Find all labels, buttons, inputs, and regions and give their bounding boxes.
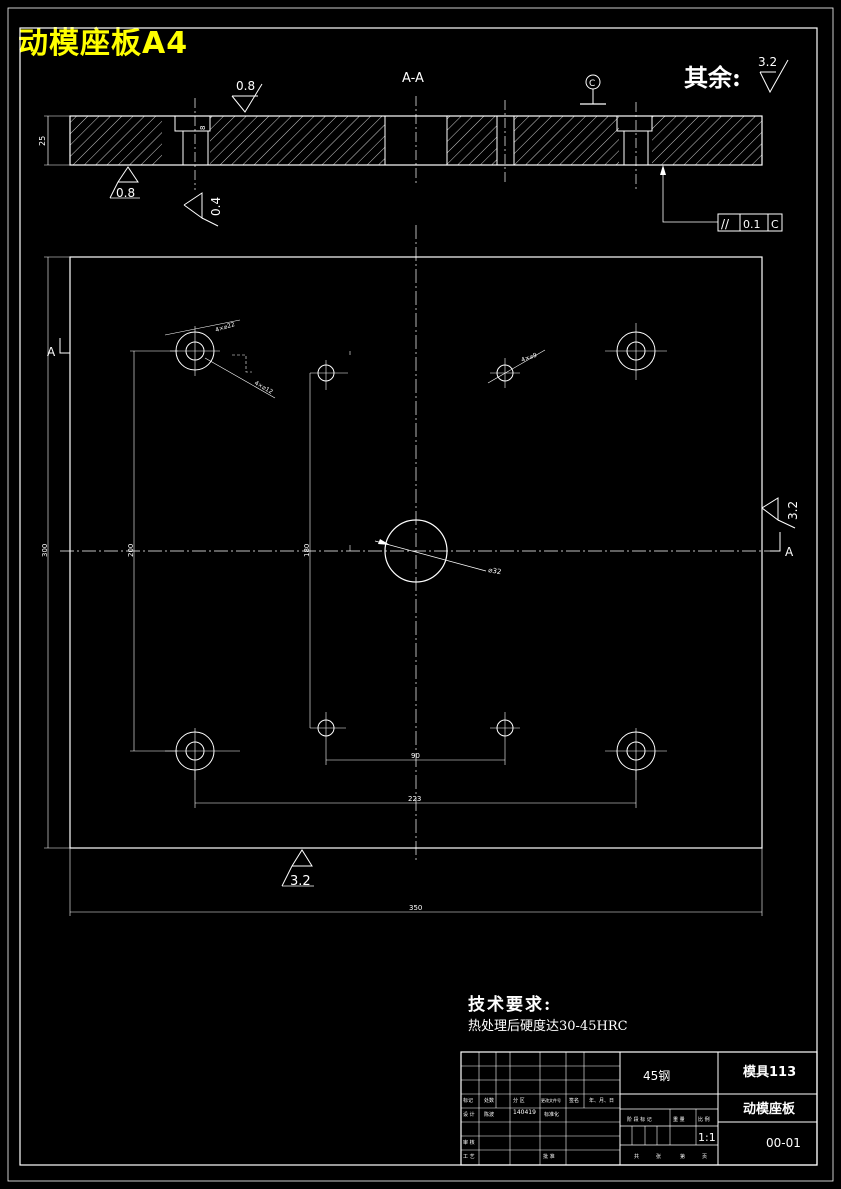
- small-hole-bl: [310, 712, 346, 765]
- tb-drawing-no: 00-01: [766, 1136, 801, 1150]
- roughness-bottom-plan: 3.2: [290, 874, 311, 889]
- tb-label-count: 处数: [484, 1097, 494, 1104]
- other-roughness-label: 其余:: [684, 63, 741, 92]
- tech-requirements-title: 技术要求:: [468, 995, 553, 1015]
- section-view: 25 8 0.8 0.8 0.4 C // 0.1 C: [38, 74, 783, 232]
- tolerance-datum: C: [771, 218, 779, 231]
- drawing-badge-title: 动模座板A4: [18, 26, 189, 61]
- tech-requirements-line1: 热处理后硬度达30-45HRC: [468, 1019, 628, 1034]
- tolerance-value: 0.1: [743, 218, 761, 231]
- tb-sheet-page: 页: [702, 1154, 707, 1160]
- dim-height-inner-holes: 180: [303, 544, 311, 557]
- dim-inner-hole-spacing: 90: [411, 752, 420, 760]
- tb-sheet-no: 第: [680, 1153, 685, 1160]
- other-roughness-value: 3.2: [758, 55, 777, 69]
- counterbore-hole-tr: [605, 323, 667, 380]
- datum-c: C: [589, 79, 595, 89]
- roughness-bottom: 0.8: [116, 186, 135, 200]
- tb-designer: 陈波: [484, 1111, 494, 1118]
- tb-stage-label: 阶 段 标 记: [627, 1116, 652, 1123]
- section-mark-right: A: [785, 545, 794, 559]
- section-mark-left: A: [47, 345, 56, 359]
- roughness-top: 0.8: [236, 79, 255, 93]
- dim-height-outer-holes: 200: [127, 544, 135, 557]
- roughness-hole: 0.4: [209, 197, 223, 216]
- counterbore-dim: 8: [199, 126, 207, 130]
- counterbore-hole-bl: [165, 728, 240, 780]
- small-hole-tl: [310, 360, 348, 390]
- other-roughness-symbol: 3.2: [758, 55, 789, 94]
- tb-label-standard: 标准化: [544, 1111, 559, 1118]
- title-block: 标记 处数 分 区 更改文件号 签名 年、月、日 设 计 陈波 140419 标…: [460, 1051, 818, 1166]
- tb-label-review: 审 核: [463, 1139, 475, 1146]
- small-hole-br: [490, 712, 520, 765]
- tb-sheet-unit: 张: [656, 1153, 661, 1160]
- section-label: A-A: [402, 71, 424, 86]
- tb-label-process: 工 艺: [463, 1154, 475, 1160]
- dim-width-total: 350: [409, 904, 422, 912]
- label-4xd9: 4×⌀9: [520, 352, 538, 364]
- tb-label-mark: 标记: [463, 1097, 473, 1104]
- roughness-right: 3.2: [786, 501, 800, 520]
- tolerance-symbol: //: [721, 217, 730, 231]
- tb-date: 140419: [513, 1109, 536, 1116]
- tb-label-date: 年、月、日: [589, 1097, 614, 1104]
- label-4xd22: 4×⌀22: [214, 321, 235, 334]
- tb-project: 模具113: [743, 1064, 796, 1080]
- thickness-dim: 25: [38, 136, 47, 146]
- dim-outer-hole-spacing: 223: [408, 795, 421, 803]
- outer-frame: [7, 7, 834, 1182]
- tb-ratio-label: 比 例: [698, 1116, 710, 1123]
- tb-label-design: 设 计: [463, 1111, 475, 1118]
- plan-view: ⌀32: [41, 225, 800, 916]
- tb-material: 45钢: [643, 1069, 670, 1083]
- dim-height-total: 300: [41, 544, 49, 557]
- counterbore-hole-tl: [170, 326, 220, 376]
- tb-label-change: 更改文件号: [541, 1097, 561, 1103]
- tb-part-name: 动模座板: [743, 1101, 796, 1117]
- tb-weight-label: 重 量: [673, 1116, 685, 1123]
- tb-label-approve: 批 准: [543, 1153, 555, 1160]
- center-hole-dia: ⌀32: [488, 566, 502, 576]
- tb-label-zone: 分 区: [513, 1097, 525, 1104]
- inner-frame: [19, 27, 818, 1166]
- tb-sheet-total: 共: [634, 1153, 639, 1160]
- tb-label-sign: 签名: [569, 1097, 579, 1104]
- tb-scale: 1:1: [698, 1131, 716, 1144]
- label-4xd12: 4×⌀12: [253, 380, 274, 396]
